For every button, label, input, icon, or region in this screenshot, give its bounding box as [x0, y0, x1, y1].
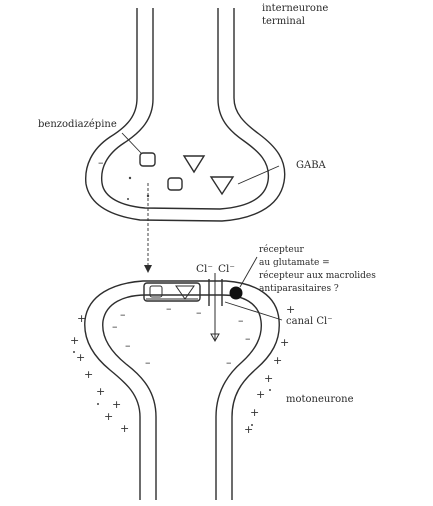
glutamate-receptor: [230, 287, 243, 300]
positive-sign: +: [286, 303, 295, 316]
interneuron-inner-membrane: [102, 8, 269, 209]
particle-dot: [251, 424, 253, 426]
negative-sign: –: [112, 320, 118, 333]
particle-dot: [129, 177, 131, 179]
label-receptor-line-2: au glutamate =: [259, 258, 330, 268]
negative-sign: –: [166, 302, 172, 315]
interneuron-outer-membrane: [86, 8, 285, 221]
negative-sign: –: [125, 339, 131, 352]
leader-gaba: [238, 166, 279, 184]
particle-dot: [73, 351, 75, 353]
negative-sign: –: [98, 156, 104, 169]
label-chloride-ion-2: Cl⁻: [218, 263, 235, 275]
negative-sign: –: [245, 332, 251, 345]
negative-sign: –: [226, 356, 232, 369]
receptor-complex: [144, 283, 200, 301]
vesicle-square-2: [168, 178, 182, 190]
label-receptor-line-3: récepteur aux macrolides: [259, 270, 376, 281]
chloride-channel: [209, 273, 222, 341]
negative-sign: –: [196, 306, 202, 319]
positive-sign: +: [273, 354, 282, 367]
positive-sign: +: [250, 406, 259, 419]
vesicle-triangle-1: [184, 156, 204, 172]
positive-sign: +: [96, 385, 105, 398]
positive-sign: +: [264, 372, 273, 385]
label-chloride-channel: canal Cl⁻: [286, 316, 332, 327]
leader-benzodiazepine: [122, 133, 142, 154]
label-receptor-line-4: antiparasitaires ?: [259, 284, 339, 294]
positive-sign: +: [280, 336, 289, 349]
label-receptor-line-1: récepteur: [259, 244, 304, 255]
bound-gaba: [176, 286, 194, 299]
positive-sign: +: [120, 422, 129, 435]
motoneuron: [85, 281, 280, 500]
label-gaba: GABA: [296, 160, 327, 171]
label-chloride-ion-1: Cl⁻: [196, 263, 213, 275]
interneuron-terminal: [86, 8, 285, 221]
leader-receptor: [240, 257, 257, 287]
particle-dot: [97, 403, 99, 405]
vesicle-square-1: [140, 153, 155, 166]
positive-sign: +: [84, 368, 93, 381]
positive-sign: +: [77, 312, 86, 325]
positive-sign: +: [104, 410, 113, 423]
label-benzodiazepine: benzodiazépine: [38, 119, 117, 130]
positive-sign: +: [70, 334, 79, 347]
negative-sign: –: [145, 356, 151, 369]
vesicle-triangle-2: [211, 177, 233, 194]
vesicles-presynaptic: [127, 153, 233, 200]
label-interneuron-line-1: interneurone: [262, 3, 328, 14]
particle-dot: [127, 198, 129, 200]
negative-sign: –: [238, 314, 244, 327]
motoneuron-outer-membrane: [85, 281, 280, 500]
negative-sign: –: [120, 308, 126, 321]
particle-dot: [269, 389, 271, 391]
positive-sign: +: [112, 398, 121, 411]
label-motoneuron: motoneurone: [286, 394, 354, 405]
label-interneuron-line-2: terminal: [262, 16, 305, 27]
benzodiazepine-arrowhead: [144, 265, 152, 273]
positive-sign: +: [256, 388, 265, 401]
positive-sign: +: [76, 351, 85, 364]
